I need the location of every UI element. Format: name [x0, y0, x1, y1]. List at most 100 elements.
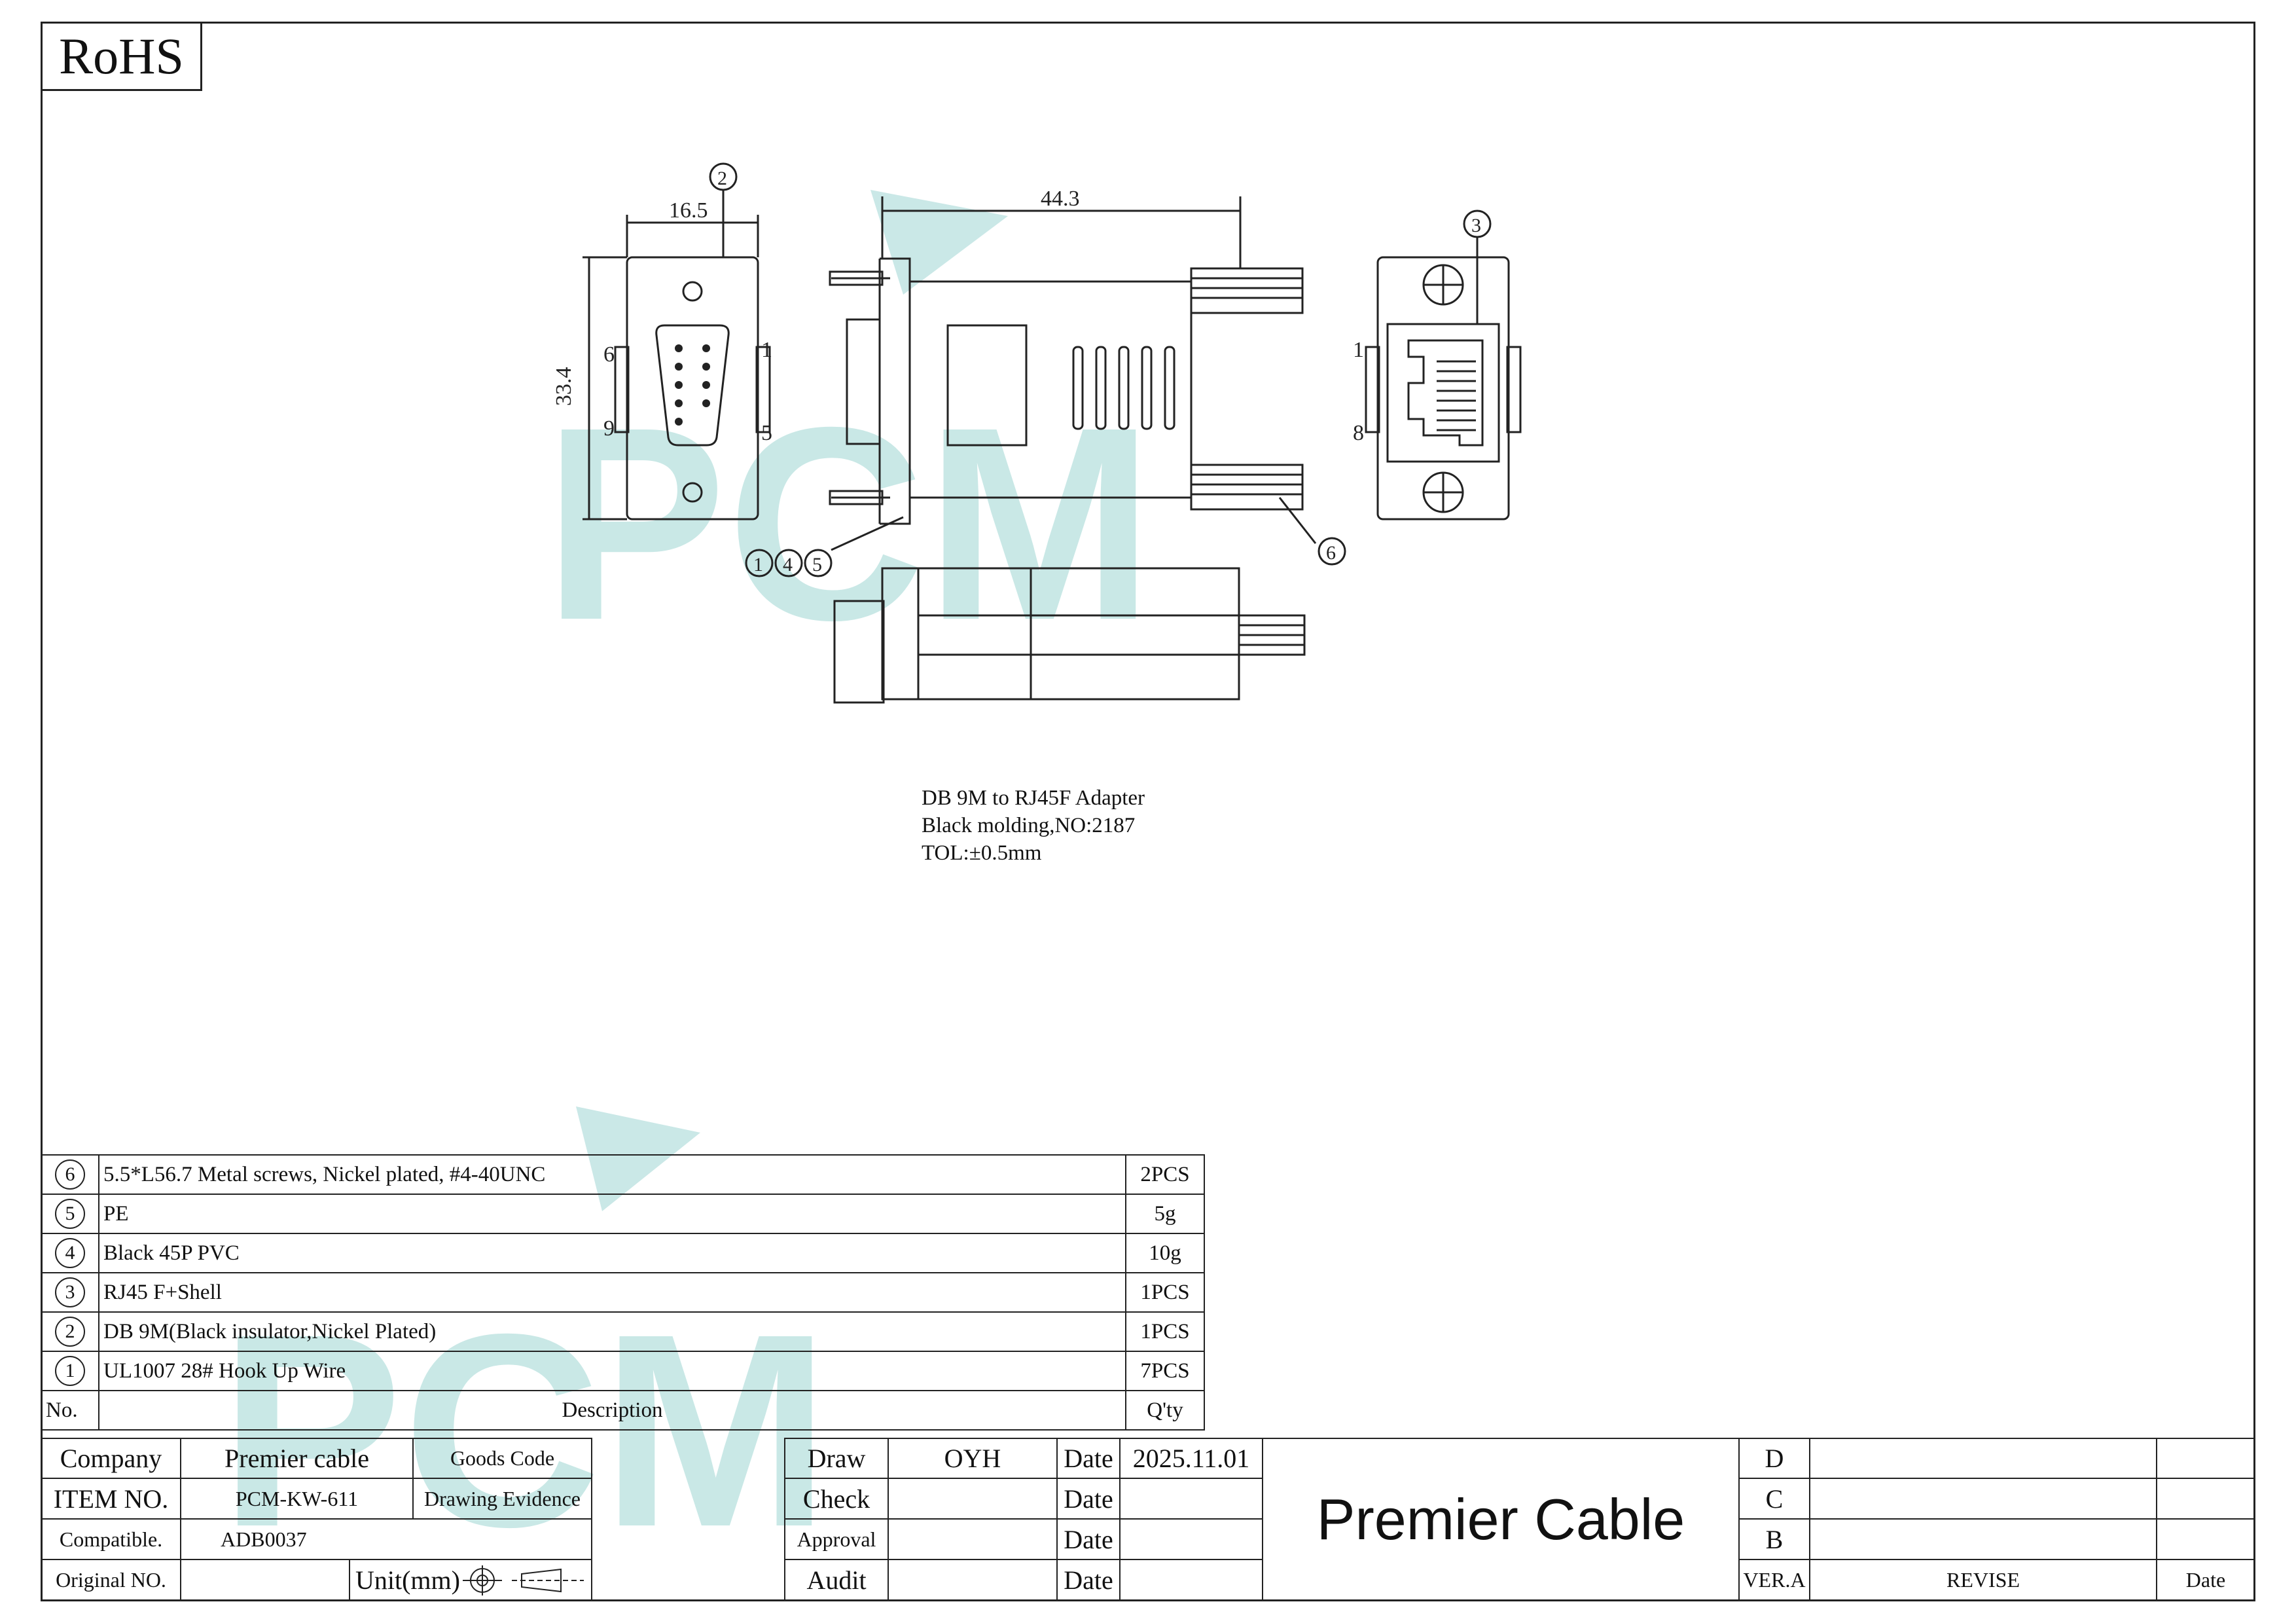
approval-date-label: Date	[1056, 1518, 1121, 1560]
revise-label: REVISE	[1809, 1559, 2157, 1601]
dim-height-front: 33.4	[552, 367, 576, 407]
bom-qty: 1PCS	[1125, 1311, 1205, 1352]
drawing-evidence-label: Drawing Evidence	[412, 1478, 592, 1520]
item-no-label: ITEM NO.	[41, 1478, 181, 1520]
bom-header-qty: Q'ty	[1125, 1390, 1205, 1431]
original-no-label: Original NO.	[41, 1559, 181, 1601]
bom-header-no: No.	[41, 1390, 99, 1431]
bom-no: 3	[55, 1277, 85, 1307]
bom-qty: 2PCS	[1125, 1154, 1205, 1195]
callout-3: 3	[1471, 215, 1481, 236]
rev-c-desc	[1809, 1478, 2157, 1520]
rev-c: C	[1738, 1478, 1810, 1520]
drawing-notes: DB 9M to RJ45F Adapter Black molding,NO:…	[922, 784, 1145, 867]
db9-pins	[675, 344, 710, 426]
rj-pin-label-8: 8	[1353, 421, 1364, 445]
rev-d: D	[1738, 1438, 1810, 1479]
bom-row: 3 RJ45 F+Shell 1PCS	[41, 1272, 1205, 1313]
check-label: Check	[784, 1478, 889, 1520]
revise-date-label: Date	[2156, 1559, 2255, 1601]
bom-no: 1	[55, 1356, 85, 1386]
item-no-value: PCM-KW-611	[180, 1478, 414, 1520]
dim-width-front: 16.5	[669, 198, 708, 223]
audit-value	[888, 1559, 1058, 1601]
bom-qty: 1PCS	[1125, 1272, 1205, 1313]
bom-description: Black 45P PVC	[98, 1233, 1126, 1273]
bom-no: 4	[55, 1238, 85, 1268]
bom-qty: 10g	[1125, 1233, 1205, 1273]
rj45-front-view	[1365, 210, 1522, 520]
bom-row: 2 DB 9M(Black insulator,Nickel Plated) 1…	[41, 1311, 1205, 1352]
check-value	[888, 1478, 1058, 1520]
draw-label: Draw	[784, 1438, 889, 1479]
bom-row: 6 5.5*L56.7 Metal screws, Nickel plated,…	[41, 1154, 1205, 1195]
db9-front-view	[583, 162, 771, 520]
note-tolerance: TOL:±0.5mm	[922, 841, 1042, 865]
bom-no: 6	[55, 1159, 85, 1190]
draw-value: OYH	[888, 1438, 1058, 1479]
rev-d-date	[2156, 1438, 2255, 1479]
pin-label-5: 5	[761, 421, 772, 445]
adapter-bottom-view	[833, 567, 1306, 704]
rj-pin-label-1: 1	[1353, 338, 1364, 362]
rev-b-date	[2156, 1518, 2255, 1560]
brand-name: Premier Cable	[1262, 1438, 1740, 1601]
bom-description: DB 9M(Black insulator,Nickel Plated)	[98, 1311, 1126, 1352]
original-no-value	[180, 1559, 350, 1601]
company-value: Premier cable	[180, 1438, 414, 1479]
note-title: DB 9M to RJ45F Adapter	[922, 786, 1145, 810]
audit-date-label: Date	[1056, 1559, 1121, 1601]
approval-value	[888, 1518, 1058, 1560]
pin-label-1: 1	[761, 338, 772, 362]
rj45-contacts	[1437, 360, 1476, 431]
ver-a: VER.A	[1738, 1559, 1810, 1601]
bill-of-materials: 6 5.5*L56.7 Metal screws, Nickel plated,…	[41, 1154, 1205, 1431]
projection-symbol-icon	[462, 1565, 584, 1596]
pin-label-9: 9	[603, 416, 615, 441]
approval-label: Approval	[784, 1518, 889, 1560]
date-value: 2025.11.01	[1119, 1438, 1263, 1479]
rev-d-desc	[1809, 1438, 2157, 1479]
title-block: Company Premier cable Goods Code ITEM NO…	[41, 1438, 2255, 1601]
rev-b-desc	[1809, 1518, 2157, 1560]
company-label: Company	[41, 1438, 181, 1479]
bom-row: 4 Black 45P PVC 10g	[41, 1233, 1205, 1273]
compatible-label: Compatible.	[41, 1518, 181, 1560]
callout-2: 2	[717, 168, 727, 189]
bom-description: PE	[98, 1194, 1126, 1234]
callout-1: 1	[753, 554, 763, 575]
bom-qty: 7PCS	[1125, 1351, 1205, 1391]
bom-qty: 5g	[1125, 1194, 1205, 1234]
pin-label-6: 6	[603, 342, 615, 367]
dim-length-side: 44.3	[1041, 187, 1080, 211]
bom-description: UL1007 28# Hook Up Wire	[98, 1351, 1126, 1391]
bom-description: RJ45 F+Shell	[98, 1272, 1126, 1313]
adapter-side-view	[745, 196, 1346, 577]
callout-5: 5	[812, 554, 822, 575]
bom-header-description: Description	[98, 1390, 1126, 1431]
approval-date-value	[1119, 1518, 1263, 1560]
watermark-upper-text: PCM	[543, 371, 1154, 678]
unit-label: Unit(mm)	[355, 1565, 460, 1595]
check-date-value	[1119, 1478, 1263, 1520]
unit-cell: Unit(mm)	[349, 1559, 592, 1601]
audit-date-value	[1119, 1559, 1263, 1601]
compatible-value: ADB0037	[180, 1518, 592, 1560]
watermark-upper: PCM	[543, 190, 1154, 678]
rev-b: B	[1738, 1518, 1810, 1560]
callout-4: 4	[783, 554, 793, 575]
rev-c-date	[2156, 1478, 2255, 1520]
note-molding: Black molding,NO:2187	[922, 814, 1136, 837]
bom-header: No. Description Q'ty	[41, 1390, 1205, 1431]
callout-6: 6	[1326, 542, 1336, 564]
check-date-label: Date	[1056, 1478, 1121, 1520]
goods-code-label: Goods Code	[412, 1438, 592, 1479]
audit-label: Audit	[784, 1559, 889, 1601]
bom-no: 2	[55, 1317, 85, 1347]
date-label: Date	[1056, 1438, 1121, 1479]
bom-description: 5.5*L56.7 Metal screws, Nickel plated, #…	[98, 1154, 1126, 1195]
bom-row: 5 PE 5g	[41, 1194, 1205, 1234]
watermark-upper-arrow	[870, 190, 1008, 295]
rohs-label: RoHS	[41, 22, 202, 91]
bom-row: 1 UL1007 28# Hook Up Wire 7PCS	[41, 1351, 1205, 1391]
